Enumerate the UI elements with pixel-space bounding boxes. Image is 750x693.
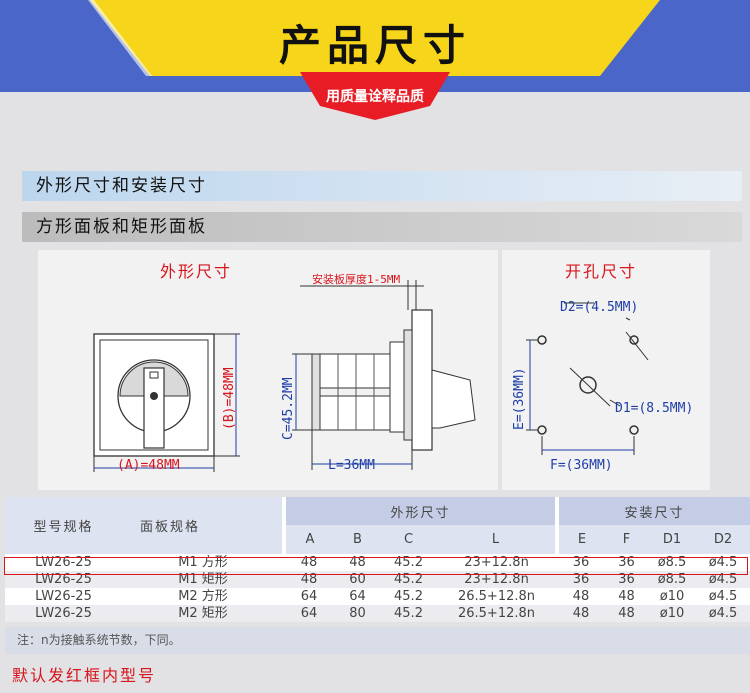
cell-d1: ø8.5 [657,555,687,570]
dim-l-label: L=36MM [328,458,375,473]
cell-a: 64 [300,606,318,621]
table-note: 注：n为接触系统节数，下同。 [5,627,750,654]
header-outline: 外形尺寸 [281,497,558,525]
outline-title: 外形尺寸 [160,262,233,281]
cell-e: 48 [572,606,590,621]
dim-b-label: (B)=48MM [222,367,237,430]
table-row: LW26-25 M1 方形 48 48 45.2 23+12.8n 36 36 … [5,554,750,571]
cell-e: 36 [572,555,590,570]
table-row: LW26-25 M2 矩形 64 80 45.2 26.5+12.8n 48 4… [5,605,750,622]
cutout-title: 开孔尺寸 [565,262,638,281]
page-title: 产品尺寸 [278,21,471,70]
cell-c: 45.2 [394,606,423,621]
front-view-drawing [93,333,240,472]
cell-model: LW26-25 [35,572,92,587]
section-dimensions: 外形尺寸和安装尺寸 [22,171,742,201]
subheader-d1: D1 [648,525,697,554]
cell-b: 80 [349,606,366,621]
mount-thickness-label: 安装板厚度1-5MM [312,273,401,286]
dim-f-label: F=(36MM) [550,458,613,473]
subheader-c: C [381,525,436,554]
cell-f: 48 [618,606,635,621]
subheader-l: L [436,525,558,554]
cutout-drawing [526,302,649,455]
cell-d2: ø4.5 [708,572,738,587]
cell-model: LW26-25 [35,589,92,604]
subheader-a: A [282,525,334,554]
cell-model: LW26-25 [35,606,92,621]
dim-d2-label: D2=(4.5MM) [560,300,639,315]
cell-panel: M2 方形 [178,589,228,604]
cell-d2: ø4.5 [708,606,738,621]
cell-panel: M1 方形 [178,555,228,570]
cell-b: 48 [349,555,366,570]
cell-b: 60 [349,572,366,587]
footer-text: 默认发红框内型号 [12,666,157,685]
cell-a: 48 [300,572,318,587]
cell-panel: M1 矩形 [178,572,228,587]
dim-c-label: C=45.2MM [281,377,296,440]
cell-c: 45.2 [394,589,423,604]
cell-l: 23+12.8n [464,572,529,587]
cell-c: 45.2 [394,555,423,570]
cell-b: 64 [349,589,366,604]
cell-panel: M2 矩形 [178,606,228,621]
cell-a: 64 [300,589,318,604]
cell-c: 45.2 [394,572,423,587]
cell-e: 48 [572,589,590,604]
header-mount: 安装尺寸 [555,497,750,525]
header-yellow-shape [0,0,660,120]
cell-a: 48 [300,555,318,570]
cell-d2: ø4.5 [708,555,738,570]
cell-d1: ø10 [659,589,685,604]
header-model: 型号规格 [5,497,122,554]
side-view-drawing [292,280,476,470]
dim-d1-label: D1=(8.5MM) [615,401,694,416]
table-row: LW26-25 M1 矩形 48 60 45.2 23+12.8n 36 36 … [5,571,750,588]
subheader-b: B [334,525,381,554]
header-panel: 面板规格 [122,497,284,554]
subheader-d2: D2 [696,525,750,554]
table-subheader-row: A B C L E F D1 D2 [5,525,750,554]
table-row: LW26-25 M2 方形 64 64 45.2 26.5+12.8n 48 4… [5,588,750,605]
table-header-row: 型号规格 面板规格 外形尺寸 安装尺寸 [5,497,750,554]
cell-model: LW26-25 [35,555,92,570]
spec-table: 型号规格 面板规格 外形尺寸 安装尺寸 A B C L E F D1 D2 LW… [5,497,750,622]
subheader-e: E [555,525,606,554]
section-panels: 方形面板和矩形面板 [22,212,742,242]
cell-f: 36 [618,555,635,570]
dim-a-label: (A)=48MM [117,458,180,473]
cell-e: 36 [572,572,590,587]
page-subtitle: 用质量诠释品质 [326,89,424,105]
cell-l: 26.5+12.8n [457,589,536,604]
dim-e-label: E=(36MM) [512,367,527,430]
cell-d1: ø10 [659,606,685,621]
cell-f: 36 [618,572,635,587]
cell-f: 48 [618,589,635,604]
cell-l: 26.5+12.8n [457,606,536,621]
subheader-f: F [605,525,649,554]
cell-l: 23+12.8n [464,555,529,570]
cell-d1: ø8.5 [657,572,687,587]
cell-d2: ø4.5 [708,589,738,604]
